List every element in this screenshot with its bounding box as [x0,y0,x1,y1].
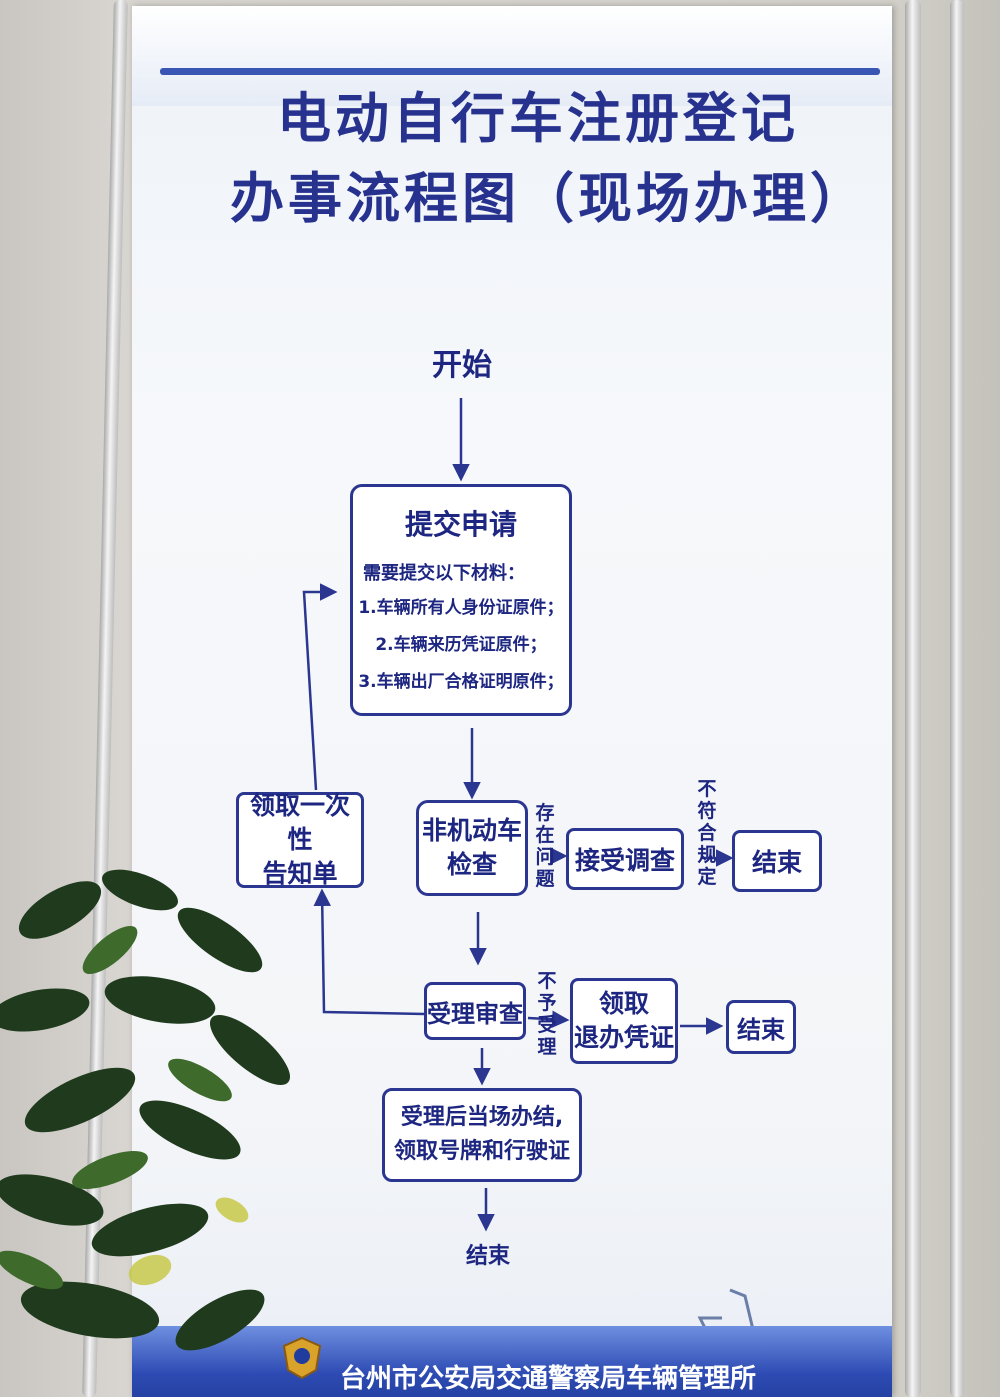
label-has-problem: 存在问题 [535,802,555,890]
end-1-label: 结束 [751,848,802,877]
refund-line-2: 退办凭证 [573,1023,674,1052]
node-investigation: 接受调查 [566,828,684,890]
done-line-1: 受理后当场办结, [400,1105,564,1130]
done-line-2: 领取号牌和行驶证 [393,1139,570,1164]
node-inspection: 非机动车 检查 [416,800,528,896]
banner-top-band [132,6,892,106]
review-label: 受理审查 [427,999,523,1028]
title-line-1: 电动自行车注册登记 [277,87,799,150]
node-end-final: 结束 [466,1244,511,1269]
arrow-review-to-notice [313,888,425,1016]
node-acceptance-review: 受理审查 [424,982,526,1040]
node-start: 开始 [432,348,492,383]
submit-materials-intro: 需要提交以下材料： [363,563,525,584]
stand-pole-right [905,0,921,1397]
stand-pole-far-right [950,0,964,1397]
node-end-2: 结束 [726,1000,796,1054]
arrow-review-to-refund [527,1010,570,1029]
notice-line-2: 告知单 [262,859,338,888]
footer-band [132,1326,892,1397]
banner-top-stripe [160,68,880,75]
label-not-compliant: 不符合规定 [697,778,717,888]
submit-item-1: 1.车辆所有人身份证原件； [358,598,564,618]
node-submit-application: 提交申请 需要提交以下材料： 1.车辆所有人身份证原件； 2.车辆来历凭证原件；… [350,484,572,716]
node-refund-receipt: 领取 退办凭证 [570,978,678,1064]
title-line-2: 办事流程图（现场办理） [230,167,868,230]
submit-title: 提交申请 [404,508,517,541]
refund-line-1: 领取 [598,989,649,1018]
node-one-time-notice: 领取一次性 告知单 [236,791,364,888]
inspection-line-1: 非机动车 [421,816,522,845]
submit-item-2: 2.车辆来历凭证原件； [375,635,547,655]
flow-connectors [302,398,734,1232]
node-end-1: 结束 [732,830,822,892]
police-emblem-icon [282,1336,322,1380]
inspection-line-2: 检查 [446,850,497,879]
notice-line-1: 领取一次性 [249,791,350,854]
node-done-on-site: 受理后当场办结, 领取号牌和行驶证 [382,1088,582,1182]
investigation-label: 接受调查 [574,846,675,875]
submit-item-3: 3.车辆出厂合格证明原件； [358,672,564,692]
flowchart-banner: 电动自行车注册登记 办事流程图（现场办理） 开始 提交申请 需要提交以下材料： … [132,6,892,1397]
end-2-label: 结束 [737,1015,785,1044]
label-not-accepted: 不予受理 [537,970,557,1058]
arrow-notice-to-submit [302,583,338,791]
potted-plant [0,869,291,1351]
footer-issuer: 台州市公安局交通警察局车辆管理所 [340,1364,757,1394]
